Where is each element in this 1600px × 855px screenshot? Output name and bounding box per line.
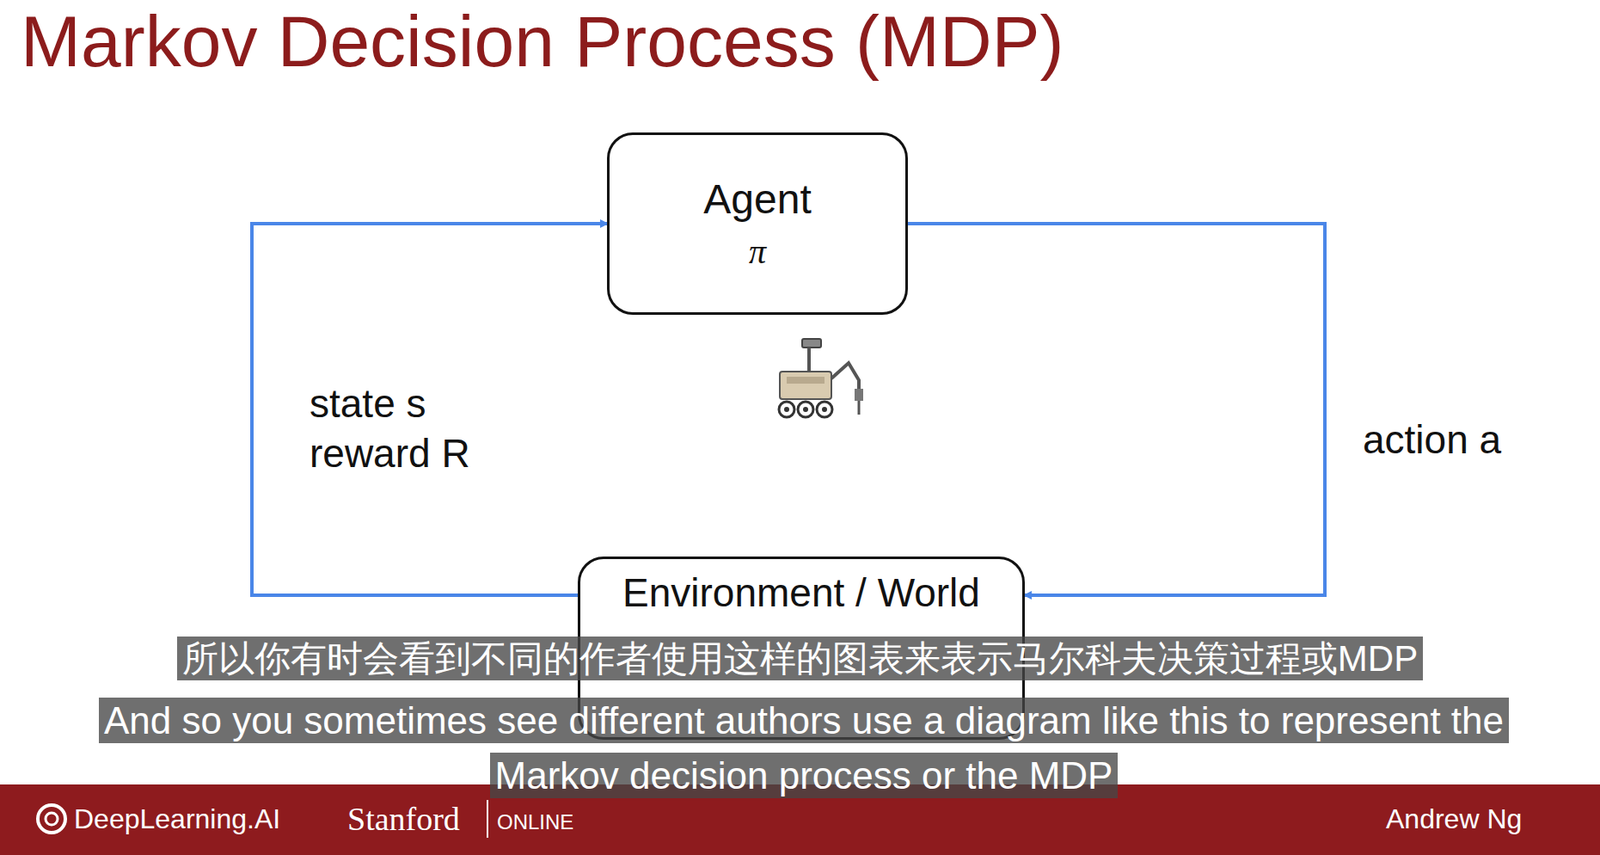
brand-logo-text: ONLINE	[496, 809, 574, 834]
agent-box: Agent π	[606, 132, 908, 315]
edge-label: state s reward R	[309, 378, 516, 479]
slide-title: Markov Decision Process (MDP)	[20, 0, 1065, 84]
brand-logo-text: DeepLearning.AI	[73, 803, 281, 835]
rover-illustration	[769, 337, 882, 432]
subtitle-chinese: 所以你有时会看到不同的作者使用这样的图表来表示马尔科夫决策过程或MDP	[177, 636, 1423, 681]
node-symbol: π	[748, 231, 767, 272]
connector-arrow	[907, 223, 1325, 595]
stanford-divider	[485, 799, 490, 838]
edge-label: action a	[1362, 414, 1587, 465]
connector-arrow	[251, 223, 607, 595]
subtitle-english-wrap: And so you sometimes see different autho…	[94, 692, 1514, 804]
node-heading: Agent	[703, 175, 811, 223]
subtitle-chinese-wrap: 所以你有时会看到不同的作者使用这样的图表来表示马尔科夫决策过程或MDP	[0, 634, 1600, 683]
brand-logo-text: Stanford	[347, 799, 460, 838]
node-heading: Environment / World	[622, 569, 981, 616]
deeplearning-logo	[34, 801, 69, 836]
subtitle-english: And so you sometimes see different autho…	[98, 697, 1509, 798]
author-name: Andrew Ng	[1385, 803, 1522, 835]
